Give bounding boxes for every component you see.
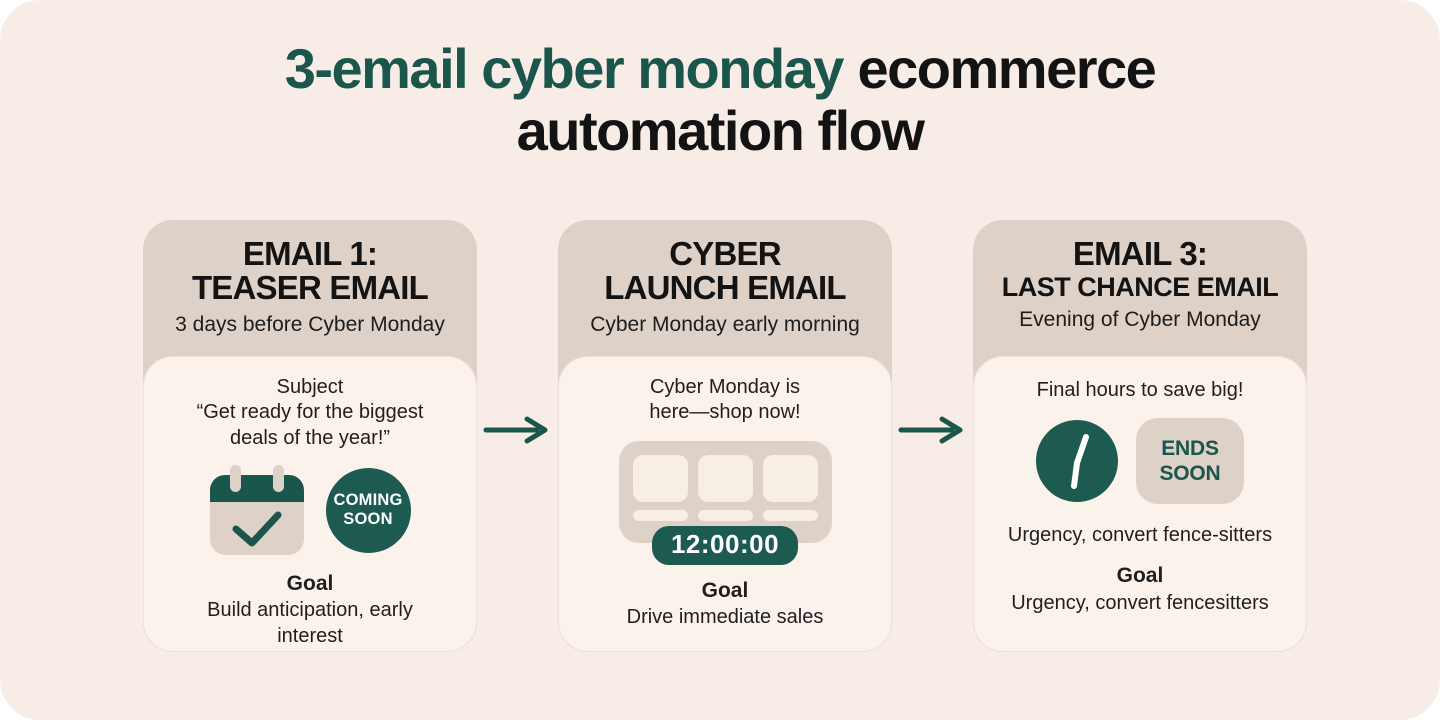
- title-line2: automation flow: [516, 98, 925, 162]
- card-2-goal: Goal Drive immediate sales: [627, 577, 824, 630]
- calendar-body: [209, 502, 304, 556]
- card-1-body: Subject “Get ready for the biggest deals…: [143, 356, 477, 652]
- storefront-tile: [762, 454, 818, 502]
- storefront-tile: [632, 454, 688, 502]
- storefront-grid-icon: [618, 440, 832, 543]
- ends-soon-badge: ENDS SOON: [1136, 418, 1244, 505]
- title-highlight: 3-email cyber monday: [284, 37, 845, 100]
- storefront-cell: [762, 454, 818, 543]
- card-3-heading-line1: EMAIL 3:: [1072, 235, 1208, 272]
- card-3-heading-line2: LAST CHANCE EMAIL: [1001, 272, 1279, 303]
- ends-soon-line1: ENDS: [1161, 437, 1219, 461]
- card-email-1-teaser: EMAIL 1: TEASER EMAIL 3 days before Cybe…: [143, 220, 477, 652]
- card-2-heading-line1: CYBER: [669, 235, 781, 272]
- card-1-goal-label: Goal: [286, 572, 334, 596]
- card-3-goal-text: Urgency, convert fencesitters: [1011, 591, 1269, 614]
- card-3-timing: Evening of Cyber Monday: [1019, 308, 1261, 332]
- card-3-message: Final hours to save big!: [1036, 379, 1244, 401]
- storefront-pill: [632, 509, 688, 521]
- card-2-timing: Cyber Monday early morning: [590, 312, 860, 336]
- card-1-timing: 3 days before Cyber Monday: [175, 312, 445, 336]
- storefront-cell: [697, 454, 753, 543]
- card-2-body: Cyber Monday is here—shop now! 12:00:00 …: [558, 356, 892, 652]
- card-1-heading-line1: EMAIL 1:: [242, 235, 378, 272]
- storefront-tile: [697, 454, 753, 502]
- coming-soon-line2: SOON: [343, 510, 393, 529]
- card-1-subject-block: Subject “Get ready for the biggest deals…: [184, 375, 436, 451]
- storefront-pill: [697, 509, 753, 521]
- calendar-check-icon: [209, 465, 304, 556]
- card-3-urgency-note: Urgency, convert fence-sitters: [1007, 524, 1273, 547]
- coming-soon-badge: COMING SOON: [325, 467, 411, 553]
- calendar-ring: [229, 465, 241, 493]
- checkmark-icon: [232, 511, 281, 547]
- storefront-cell: [632, 454, 688, 543]
- card-3-header: EMAIL 3: LAST CHANCE EMAIL Evening of Cy…: [973, 220, 1307, 356]
- card-3-goal: Goal Urgency, convert fencesitters: [1011, 562, 1269, 615]
- arrow-right-icon: [483, 416, 548, 444]
- card-1-goal-text: Build anticipation, early interest: [207, 599, 413, 648]
- calendar-ring: [272, 465, 284, 493]
- card-2-header: CYBER LAUNCH EMAIL Cyber Monday early mo…: [558, 220, 892, 356]
- card-3-body: Final hours to save big! ENDS SOON Urgen…: [973, 356, 1307, 652]
- clock-icon: [1036, 420, 1118, 503]
- card-1-subject-label: Subject: [276, 376, 344, 398]
- card-3-goal-label: Goal: [1116, 564, 1164, 588]
- card-1-icon-row: COMING SOON: [209, 465, 411, 556]
- card-1-header: EMAIL 1: TEASER EMAIL 3 days before Cybe…: [143, 220, 477, 356]
- title-rest: ecommerce: [857, 37, 1156, 100]
- card-3-icon-row: ENDS SOON: [1036, 418, 1244, 505]
- card-2-goal-label: Goal: [701, 578, 749, 602]
- card-2-goal-text: Drive immediate sales: [626, 606, 824, 629]
- countdown-timer-badge: 12:00:00: [651, 525, 799, 565]
- card-1-subject-quote: “Get ready for the biggest deals of the …: [196, 401, 424, 449]
- calendar-top-bar: [209, 475, 304, 503]
- card-cyber-launch: CYBER LAUNCH EMAIL Cyber Monday early mo…: [558, 220, 892, 652]
- storefront-pill: [762, 509, 818, 521]
- card-1-goal: Goal Build anticipation, early interest: [186, 570, 434, 649]
- card-email-3-last-chance: EMAIL 3: LAST CHANCE EMAIL Evening of Cy…: [973, 220, 1307, 652]
- ends-soon-line2: SOON: [1159, 462, 1221, 486]
- card-1-heading-line2: TEASER EMAIL: [191, 269, 429, 307]
- card-2-heading-line2: LAUNCH EMAIL: [604, 269, 846, 307]
- coming-soon-line1: COMING: [333, 490, 403, 509]
- arrow-right-icon: [898, 416, 963, 444]
- card-2-message: Cyber Monday is here—shop now!: [649, 376, 801, 424]
